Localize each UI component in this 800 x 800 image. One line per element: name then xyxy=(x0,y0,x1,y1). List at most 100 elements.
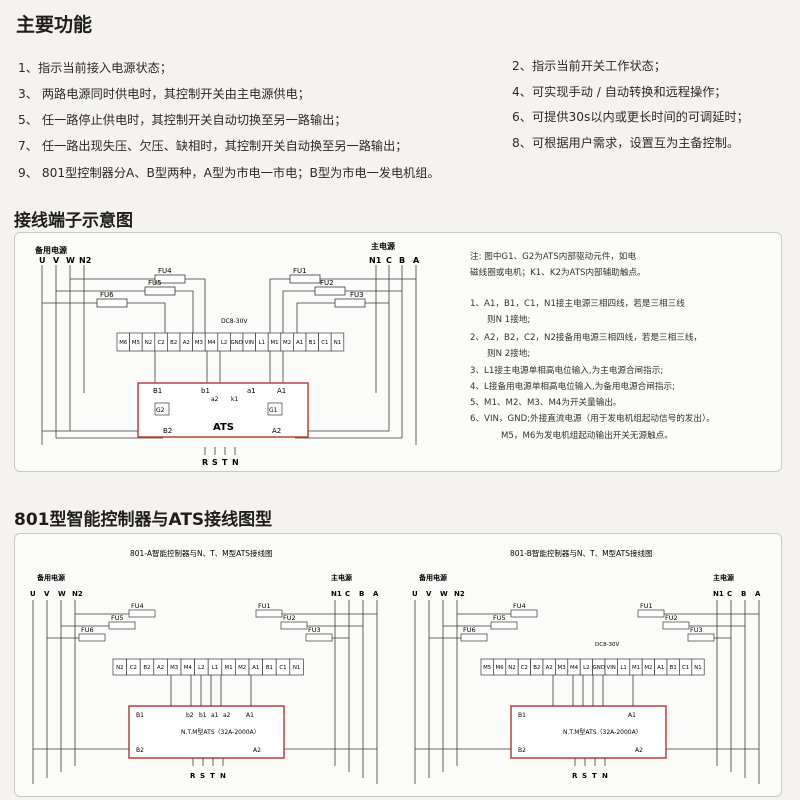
terminal-label: N2 xyxy=(508,665,515,671)
wiring-note: 磁线圈或电机；K1、K2为ATS内部辅助触点。 xyxy=(470,268,646,278)
terminal-label: M2 xyxy=(283,340,291,346)
wiring-note: 注: 图中G1、G2为ATS内部驱动元件，如电 xyxy=(470,252,637,262)
terminal-label: B2 xyxy=(533,665,540,671)
terminal-label: M5 xyxy=(132,340,140,346)
terminal-label: C2 xyxy=(130,665,137,671)
fuse xyxy=(78,633,106,642)
ats-pin: B2 xyxy=(163,427,172,435)
fuse xyxy=(510,609,538,618)
fuse-label: FU1 xyxy=(293,267,307,275)
terminal-label: B1 xyxy=(670,665,677,671)
feature-item-4: 4、可实现手动 / 自动转换和远程操作； xyxy=(512,85,727,99)
feature-item-7: 7、 任一路出现失压、欠压、缺相时，其控制开关自动换至另一路输出； xyxy=(18,139,408,153)
section-title-main-features: 主要功能 xyxy=(16,14,93,36)
terminal-label: N2 xyxy=(116,665,123,671)
terminal-label: N1 xyxy=(694,665,701,671)
phase-label: U xyxy=(30,590,36,598)
terminal-label: M6 xyxy=(496,665,505,671)
phase-label: N2 xyxy=(79,256,91,265)
output-label: S xyxy=(582,772,587,780)
phase-label: W xyxy=(440,590,448,598)
phase-label: N2 xyxy=(72,590,83,598)
terminal-label: GND xyxy=(231,340,243,346)
terminal-label: L2 xyxy=(221,340,227,346)
terminal-label: C1 xyxy=(279,665,286,671)
output-label: R xyxy=(572,772,578,780)
ats-label: ATS xyxy=(213,422,234,433)
wiring-note: 2、A2，B2，C2，N2接备用电源三相四线，若是三相三线， xyxy=(470,333,703,343)
fuse xyxy=(305,633,333,642)
wiring-note: 4、L接备用电源单相高电位输入,为备用电源合闸指示; xyxy=(470,382,675,392)
type801-panel: 801-A智能控制器与N、T、M型ATS接线图 801-B智能控制器与N、T、M… xyxy=(14,533,782,797)
fuse xyxy=(687,633,715,642)
ats-pin: b1 xyxy=(199,712,207,719)
fuse xyxy=(128,609,156,618)
output-label: R xyxy=(202,458,208,467)
feature-item-5: 5、 任一路停止供电时，其控制开关自动切换至另一路输出； xyxy=(18,113,347,127)
phase-label: A xyxy=(755,590,761,598)
backup-source-label: 备用电源 xyxy=(418,573,447,582)
fuse-label: FU5 xyxy=(493,614,506,622)
terminal-cell xyxy=(691,658,705,676)
terminal-label: A1 xyxy=(657,665,664,671)
ats-pin: k1 xyxy=(231,396,238,403)
ats-pin: G1 xyxy=(269,407,278,414)
wiring-panel: FU6 FU5 FU4 FU1 FU2 FU3 备用电源 主电源 U V W N… xyxy=(14,232,782,472)
fuse xyxy=(637,609,665,618)
phase-label: N1 xyxy=(369,256,382,265)
backup-source-label: 备用电源 xyxy=(36,573,65,582)
terminal-label: C1 xyxy=(321,340,328,346)
terminal-label: B1 xyxy=(309,340,316,346)
terminal-label: L1 xyxy=(620,665,626,671)
fuse-label: FU6 xyxy=(463,626,476,634)
phase-label: B xyxy=(741,590,746,598)
fuse-label: FU5 xyxy=(111,614,124,622)
feature-item-2: 2、指示当前开关工作状态； xyxy=(512,59,667,73)
phase-label: V xyxy=(53,256,60,265)
ats-pin: b2 xyxy=(186,712,194,719)
terminal-label: M4 xyxy=(184,665,193,671)
ats-pin: a2 xyxy=(223,712,231,719)
terminal-label: N1 xyxy=(293,665,300,671)
fuse-label: FU3 xyxy=(308,626,321,634)
wiring-note: 则N 1接地; xyxy=(487,315,531,325)
terminal-label: M1 xyxy=(270,340,278,346)
ats-pin: a1 xyxy=(211,712,219,719)
terminal-label: A2 xyxy=(157,665,164,671)
phase-label: W xyxy=(58,590,66,598)
output-label: N xyxy=(602,772,608,780)
ats-pin: B2 xyxy=(518,747,526,754)
output-label: N xyxy=(220,772,226,780)
fuse-label: FU4 xyxy=(513,602,526,610)
terminal-label: L1 xyxy=(212,665,218,671)
terminal-cell xyxy=(330,332,345,352)
ats-pin: B1 xyxy=(153,387,162,395)
terminal-label: N1 xyxy=(334,340,341,346)
terminal-label: M4 xyxy=(207,340,216,346)
fuse xyxy=(662,621,690,630)
ats-pin: A1 xyxy=(628,712,636,719)
diagram-a-caption: 801-A智能控制器与N、T、M型ATS接线图 xyxy=(130,548,273,558)
ats-pin: A2 xyxy=(635,747,643,754)
terminal-cell xyxy=(289,658,304,676)
ats-pin: B1 xyxy=(518,712,526,719)
phase-label: A xyxy=(373,590,379,598)
fuse xyxy=(255,609,283,618)
diagram-b-caption: 801-B智能控制器与N、T、M型ATS接线图 xyxy=(510,548,652,558)
phase-label: U xyxy=(412,590,418,598)
backup-source-label: 备用电源 xyxy=(34,245,67,255)
phase-label: N1 xyxy=(331,590,342,598)
fuse-label: FU3 xyxy=(350,291,364,299)
wiring-note: 6、VIN，GND;外接直流电源（用于发电机组起动信号的发出）。 xyxy=(470,414,715,424)
ats-box xyxy=(510,705,667,759)
phase-label: N1 xyxy=(713,590,724,598)
terminal-label: A1 xyxy=(296,340,303,346)
ats-pin: a2 xyxy=(211,396,219,403)
phase-label: U xyxy=(39,256,46,265)
feature-item-6: 6、可提供30s以内或更长时间的可调延时； xyxy=(512,110,749,124)
phase-label: C xyxy=(386,256,392,265)
wiring-note: M5，M6为发电机组起动输出开关无源触点。 xyxy=(501,431,673,441)
